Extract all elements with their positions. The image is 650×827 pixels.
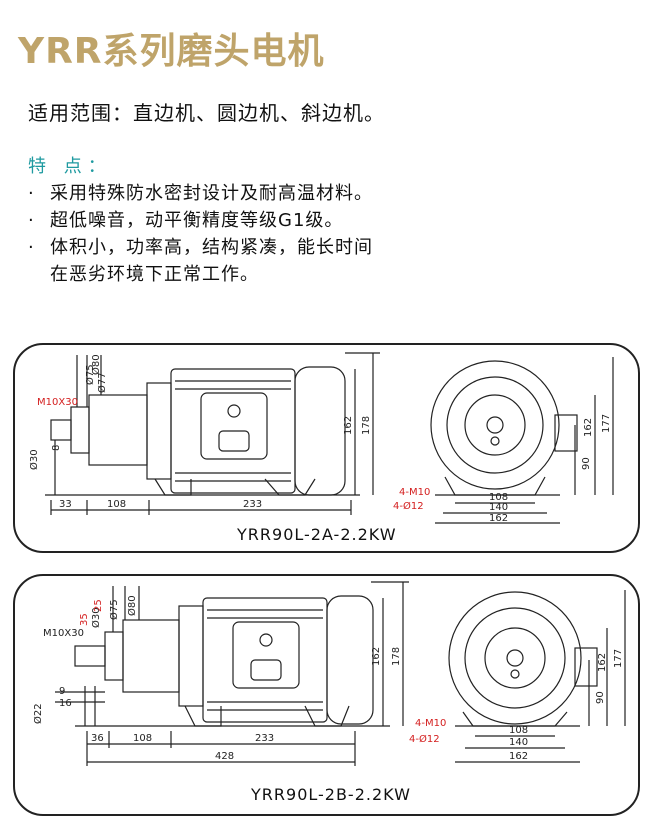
bearing-housing	[88, 394, 148, 466]
dim-w428: 428	[215, 751, 234, 762]
dim-d75: Ø75	[84, 364, 96, 385]
model-label: YRR90L-2A-2.2KW	[237, 525, 397, 544]
dim-front-h90: 90	[581, 457, 592, 470]
dim-front-h90: 90	[595, 691, 606, 704]
dim-h178: 178	[391, 647, 402, 666]
dim-w9: 9	[59, 686, 65, 697]
dim-front-w108: 108	[509, 725, 528, 736]
shaft	[50, 419, 72, 441]
dim-bolt-hole: 4-Ø12	[409, 733, 440, 745]
fan-cover	[294, 366, 346, 496]
dim-thread: M10X30	[43, 628, 84, 639]
dim-h162: 162	[343, 416, 354, 435]
terminal-box	[200, 392, 268, 460]
features-heading: 特 点：	[28, 156, 112, 177]
fan-cover	[326, 595, 374, 725]
application-scope: 适用范围：直边机、圆边机、斜边机。	[28, 101, 385, 125]
model-label: YRR90L-2B-2.2KW	[251, 785, 411, 804]
dim-d35: 35	[79, 613, 90, 626]
dim-d30: Ø30	[90, 607, 102, 628]
feature-item: ·体积小，功率高，结构紧凑，能长时间	[28, 234, 373, 261]
dim-thread: M10X30	[37, 397, 78, 408]
front-view-outer	[448, 591, 582, 725]
features-list: ·采用特殊防水密封设计及耐高温材料。 ·超低噪音，动平衡精度等级G1级。 ·体积…	[28, 180, 373, 288]
dim-d22: Ø22	[32, 703, 44, 724]
drawing-panel-b: Ø30 Ø75 Ø80 Ø22 9 16 162 178 36 108 233 …	[13, 574, 640, 816]
dim-h178: 178	[361, 416, 372, 435]
dim-front-h177: 177	[613, 649, 624, 668]
feature-item: ·采用特殊防水密封设计及耐高温材料。	[28, 180, 373, 207]
dim-w233: 233	[255, 733, 274, 744]
dim-front-w162: 162	[489, 513, 508, 524]
dim-w108: 108	[133, 733, 152, 744]
dim-d30: Ø30	[28, 449, 40, 470]
feature-item-continued: 在恶劣环境下正常工作。	[50, 264, 259, 285]
feature-item: ·超低噪音，动平衡精度等级G1级。	[28, 207, 373, 234]
dim-front-w140: 140	[509, 737, 528, 748]
motor-drawing-b: Ø30 Ø75 Ø80 Ø22 9 16 162 178 36 108 233 …	[32, 581, 626, 766]
dim-h162: 162	[371, 647, 382, 666]
dim-w16: 16	[59, 698, 72, 709]
dim-bolt-thread: 4-M10	[415, 718, 446, 729]
dim-d25: 25	[93, 599, 104, 612]
dim-front-h177: 177	[601, 414, 612, 433]
bearing-housing	[122, 619, 180, 693]
front-view-outer	[430, 360, 560, 490]
terminal-box	[232, 621, 300, 689]
bullet: ·	[28, 237, 35, 258]
dim-d8: 8	[51, 445, 62, 451]
dim-front-w108: 108	[489, 492, 508, 503]
dim-d80: Ø80	[126, 595, 138, 616]
dim-front-w140: 140	[489, 502, 508, 513]
dim-front-w162: 162	[509, 751, 528, 762]
drawing-panel-a: Ø77 Ø75 Ø80 Ø30 8 162 178 33 108 233 90 …	[13, 343, 640, 553]
dim-d80: Ø80	[90, 354, 102, 375]
dim-w233: 233	[243, 499, 262, 510]
dim-d75: Ø75	[108, 599, 120, 620]
bullet: ·	[28, 183, 35, 204]
dim-bolt-hole: 4-Ø12	[393, 500, 424, 512]
page-title: YRR系列磨头电机	[18, 31, 325, 72]
motor-drawing-a: Ø77 Ø75 Ø80 Ø30 8 162 178 33 108 233 90 …	[28, 352, 614, 524]
shaft	[74, 645, 106, 667]
flange	[104, 631, 124, 681]
dim-front-h162: 162	[583, 418, 594, 437]
dim-w36: 36	[91, 733, 104, 744]
dim-d77: Ø77	[96, 372, 108, 393]
dim-w108: 108	[107, 499, 126, 510]
dim-front-h162: 162	[597, 653, 608, 672]
dim-bolt-thread: 4-M10	[399, 487, 430, 498]
bullet: ·	[28, 210, 35, 231]
flange	[70, 406, 90, 454]
dim-w33: 33	[59, 499, 72, 510]
